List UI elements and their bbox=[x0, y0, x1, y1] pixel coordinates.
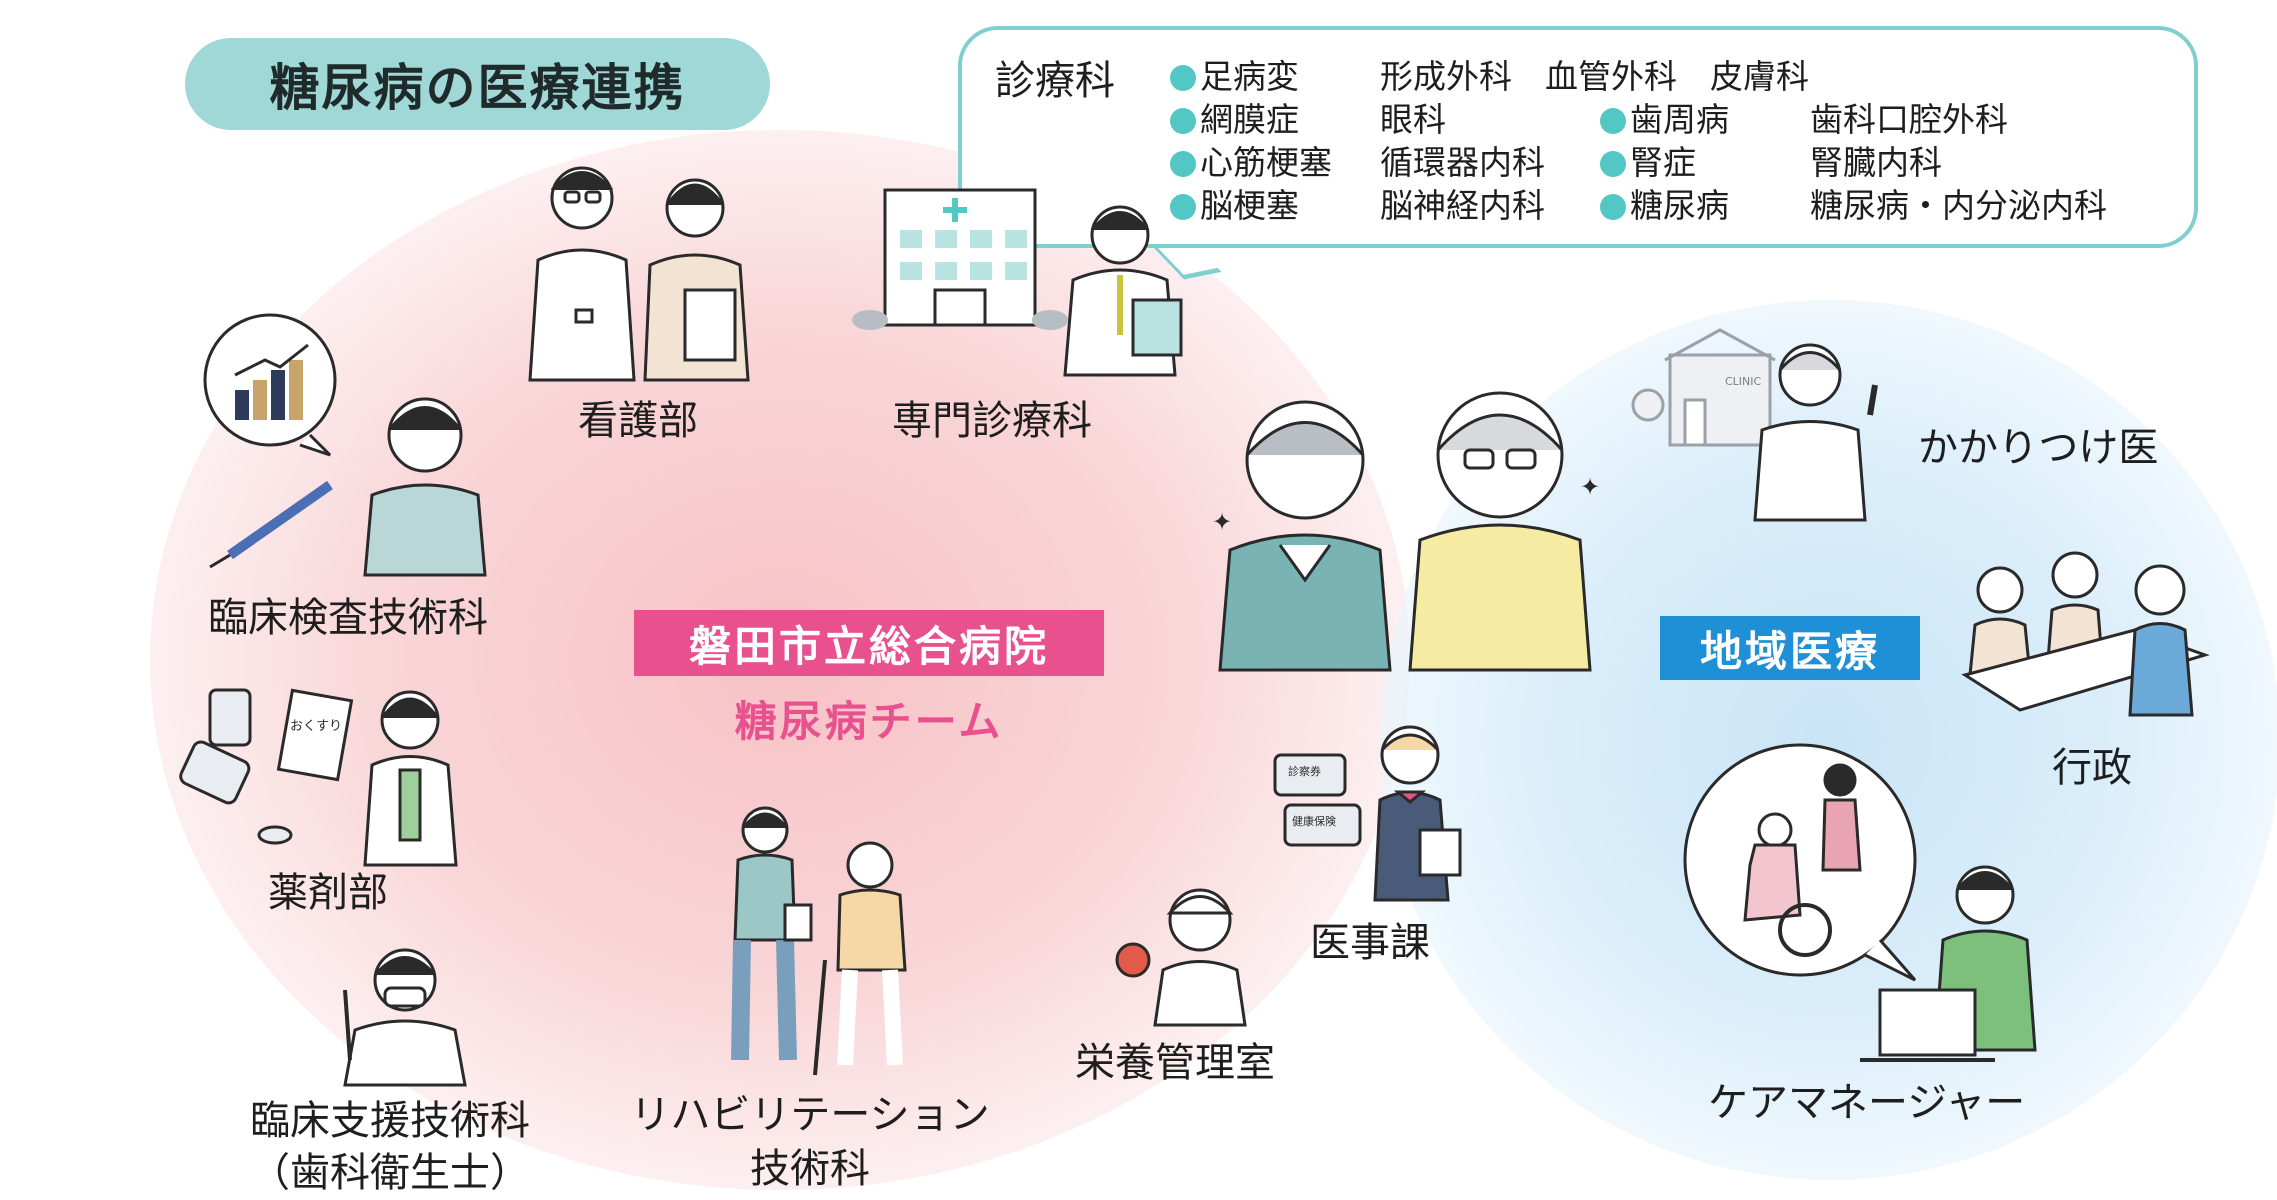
specialist-label: 専門診療科 bbox=[892, 398, 1092, 444]
pharmacist-illustration: おくすり bbox=[179, 688, 458, 867]
community-care-badge: 地域医療 bbox=[1660, 616, 1920, 680]
hospital-building-illustration bbox=[852, 188, 1068, 330]
care-manager-illustration bbox=[1683, 743, 2037, 1062]
medical-affairs-illustration: 診察券 健康保険 bbox=[1273, 725, 1462, 902]
page-title: 糖尿病の医療連携 bbox=[185, 38, 770, 130]
dept-name: 形成外科 血管外科 皮膚科 bbox=[1380, 57, 1809, 96]
dental-hygienist-illustration bbox=[343, 948, 467, 1087]
sparkle-icon: ✦ bbox=[1580, 473, 1600, 501]
dept-name: 眼科 bbox=[1380, 100, 1446, 139]
dept-name: 歯科口腔外科 bbox=[1810, 100, 2008, 139]
card-top-text: 診察券 bbox=[1288, 764, 1321, 778]
dept-item: 歯周病 bbox=[1600, 93, 1729, 141]
dept-item: 糖尿病 bbox=[1600, 179, 1729, 227]
department-heading: 診療科 bbox=[995, 58, 1115, 104]
specialist-doctor-illustration bbox=[1063, 205, 1183, 377]
nutritionist-illustration bbox=[1115, 888, 1247, 1027]
medicine-bag-text: おくすり bbox=[290, 719, 342, 734]
care-manager-label: ケアマネージャー bbox=[1708, 1080, 2026, 1126]
disease-label: 糖尿病 bbox=[1630, 186, 1729, 225]
dept-item: 心筋梗塞 bbox=[1170, 136, 1332, 184]
dept-name: 糖尿病・内分泌内科 bbox=[1810, 186, 2107, 225]
lab-technician-illustration bbox=[203, 313, 487, 577]
disease-label: 脳梗塞 bbox=[1200, 186, 1299, 225]
rehab-label-line1: リハビリテーション bbox=[630, 1092, 990, 1138]
bullet-icon bbox=[1170, 65, 1196, 91]
government-label: 行政 bbox=[2052, 745, 2132, 791]
pharmacy-label: 薬剤部 bbox=[268, 870, 388, 916]
nurses-illustration bbox=[528, 166, 750, 382]
disease-label: 歯周病 bbox=[1630, 100, 1729, 139]
dept-item: 脳梗塞 bbox=[1170, 179, 1299, 227]
dental-label-line2: （歯科衛生士） bbox=[250, 1150, 530, 1196]
disease-label: 心筋梗塞 bbox=[1200, 143, 1332, 182]
dept-item: 足病変 bbox=[1170, 50, 1299, 98]
government-illustration bbox=[1961, 551, 2210, 717]
family-doctor-illustration: CLINIC bbox=[1631, 328, 1878, 522]
bullet-icon bbox=[1170, 108, 1196, 134]
department-bubble bbox=[958, 26, 2198, 248]
sparkle-icon: ✦ bbox=[1212, 508, 1232, 536]
disease-label: 網膜症 bbox=[1200, 100, 1299, 139]
bullet-icon bbox=[1600, 151, 1626, 177]
dept-name: 腎臓内科 bbox=[1810, 143, 1942, 182]
diabetes-team-label: 糖尿病チーム bbox=[734, 697, 1004, 746]
rehab-illustration bbox=[731, 806, 907, 1076]
disease-label: 腎症 bbox=[1630, 143, 1696, 182]
family-doctor-label: かかりつけ医 bbox=[1918, 425, 2159, 471]
nursing-label: 看護部 bbox=[578, 398, 698, 444]
nutrition-label: 栄養管理室 bbox=[1075, 1040, 1275, 1086]
dept-item: 腎症 bbox=[1600, 136, 1696, 184]
rehab-label-line2: 技術科 bbox=[750, 1146, 870, 1192]
dept-name: 循環器内科 bbox=[1380, 143, 1545, 182]
bullet-icon bbox=[1170, 151, 1196, 177]
dept-name: 脳神経内科 bbox=[1380, 186, 1545, 225]
card-bottom-text: 健康保険 bbox=[1292, 814, 1336, 828]
clinic-sign-text: CLINIC bbox=[1725, 375, 1762, 388]
patients-illustration: ✦ ✦ bbox=[1212, 391, 1600, 672]
dental-label-line1: 臨床支援技術科 bbox=[250, 1098, 530, 1144]
bullet-icon bbox=[1170, 194, 1196, 220]
dept-item: 網膜症 bbox=[1170, 93, 1299, 141]
medical-affairs-label: 医事課 bbox=[1310, 920, 1430, 966]
lab-label: 臨床検査技術科 bbox=[208, 595, 488, 641]
bullet-icon bbox=[1600, 108, 1626, 134]
disease-label: 足病変 bbox=[1200, 57, 1299, 96]
bullet-icon bbox=[1600, 194, 1626, 220]
hospital-name-badge: 磐田市立総合病院 bbox=[634, 610, 1104, 676]
